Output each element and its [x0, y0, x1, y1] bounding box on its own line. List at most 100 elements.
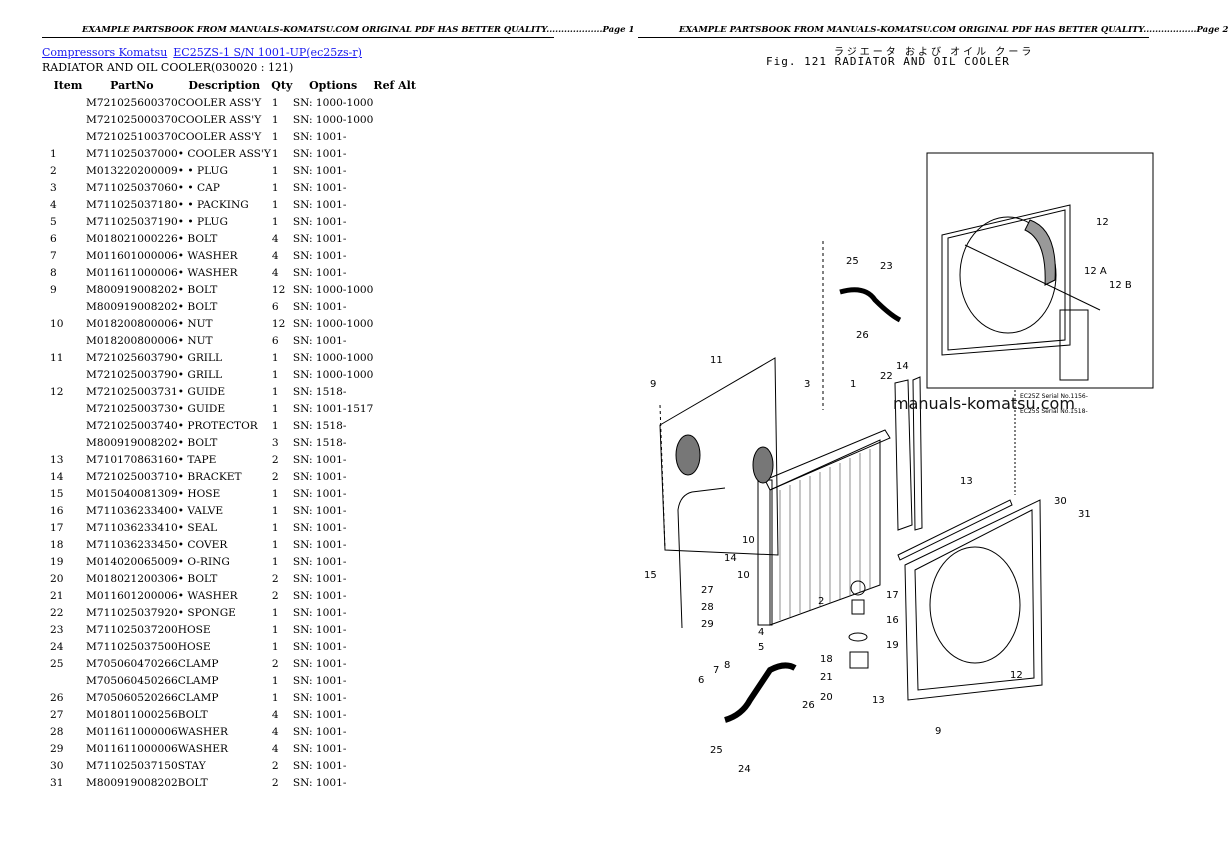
- callout-15: 15: [644, 570, 657, 581]
- cell-options: SN: 1001-: [292, 487, 347, 500]
- cell-item: 25: [50, 657, 64, 670]
- cell-partno: M710170863160: [86, 453, 178, 466]
- cell-options: SN: 1001-: [292, 606, 347, 619]
- header-rule-right: [638, 37, 1149, 38]
- cell-options: SN: 1001-: [292, 776, 347, 789]
- callout-24: 24: [738, 764, 751, 775]
- breadcrumb-category-link[interactable]: Compressors Komatsu: [42, 46, 168, 59]
- cell-qty: 1: [271, 96, 279, 109]
- callout-21: 21: [820, 672, 833, 683]
- cell-options: SN: 1001-: [292, 623, 347, 636]
- cell-ref-alt: [373, 111, 416, 128]
- cell-partno: M711025037200: [86, 623, 178, 636]
- cell-partno: M018021200306: [86, 572, 178, 585]
- callout-29: 29: [701, 619, 714, 630]
- cell-options: SN: 1001-: [292, 334, 347, 347]
- cell-item: 2: [50, 164, 57, 177]
- callout-26: 26: [856, 330, 869, 341]
- cell-ref-alt: [373, 485, 416, 502]
- cell-partno: M018200800006: [86, 317, 178, 330]
- cell-partno: M014020065009: [86, 555, 178, 568]
- callout-16: 16: [886, 615, 899, 626]
- cell-qty: 4: [271, 708, 279, 721]
- cell-partno: M711025037190: [86, 215, 178, 228]
- cell-description: STAY: [177, 759, 206, 772]
- cell-options: SN: 1001-: [292, 572, 347, 585]
- cell-ref-alt: [373, 247, 416, 264]
- cell-options: SN: 1001-: [292, 181, 347, 194]
- cell-options: SN: 1001-: [292, 657, 347, 670]
- cell-options: SN: 1001-: [292, 300, 347, 313]
- inset-leader-line: [964, 244, 1101, 311]
- cell-ref-alt: [373, 740, 416, 757]
- guide-12-ring: [929, 546, 1021, 664]
- callout-5: 5: [758, 642, 764, 653]
- column-header-ref-alt: Ref Alt: [373, 79, 416, 92]
- cell-options: SN: 1001-: [292, 215, 347, 228]
- cell-ref-alt: [373, 230, 416, 247]
- figure-japanese-title: ラジエータ および オイル クーラ: [834, 47, 1035, 58]
- callout-31: 31: [1078, 509, 1091, 520]
- cell-ref-alt: [373, 604, 416, 621]
- cell-description: • O-RING: [177, 555, 230, 568]
- cell-ref-alt: [373, 162, 416, 179]
- cell-qty: 6: [271, 334, 279, 347]
- o-ring-19: [848, 632, 868, 642]
- cell-options: SN: 1001-: [292, 759, 347, 772]
- cell-item: 24: [50, 640, 64, 653]
- cell-item: 21: [50, 589, 64, 602]
- inset-note-line-1: EC25Z Serial No.1156-: [1020, 393, 1088, 400]
- cell-description: • WASHER: [177, 266, 238, 279]
- cell-qty: 4: [271, 232, 279, 245]
- cell-partno: M011611000006: [86, 725, 178, 738]
- cell-qty: 1: [271, 521, 279, 534]
- cell-ref-alt: [373, 349, 416, 366]
- cell-partno: M721025603790: [86, 351, 178, 364]
- cell-partno: M711025037180: [86, 198, 178, 211]
- cell-ref-alt: [373, 264, 416, 281]
- cell-partno: M705060470266: [86, 657, 178, 670]
- cell-options: SN: 1001-: [292, 198, 347, 211]
- callout-10: 10: [742, 535, 755, 546]
- cell-options: SN: 1001-: [292, 504, 347, 517]
- breadcrumb-model-link[interactable]: EC25ZS-1 S/N 1001-UP(ec25zs-r): [173, 46, 362, 59]
- tape-13: [897, 499, 1013, 561]
- cell-options: SN: 1001-: [292, 130, 347, 143]
- cell-ref-alt: [373, 383, 416, 400]
- inset-bracket-12a: [1059, 309, 1089, 381]
- cell-ref-alt: [373, 774, 416, 791]
- cell-partno: M711025037060: [86, 181, 178, 194]
- cell-options: SN: 1001-: [292, 725, 347, 738]
- cell-item: 13: [50, 453, 64, 466]
- callout-20: 20: [820, 692, 833, 703]
- cell-qty: 2: [271, 776, 279, 789]
- cell-partno: M711025037000: [86, 147, 178, 160]
- cell-options: SN: 1001-: [292, 266, 347, 279]
- cell-item: [42, 128, 86, 145]
- cell-options: SN: 1001-: [292, 147, 347, 160]
- cell-options: SN: 1001-: [292, 249, 347, 262]
- cell-qty: 1: [271, 640, 279, 653]
- cell-ref-alt: [373, 366, 416, 383]
- seal-17: [850, 580, 866, 596]
- column-header-item: Item: [53, 79, 83, 92]
- cell-options: SN: 1001-1517: [292, 402, 374, 415]
- radiator-top-tank: [764, 429, 891, 491]
- cell-description: • WASHER: [177, 589, 238, 602]
- callout-22: 22: [880, 371, 893, 382]
- cell-qty: 1: [271, 215, 279, 228]
